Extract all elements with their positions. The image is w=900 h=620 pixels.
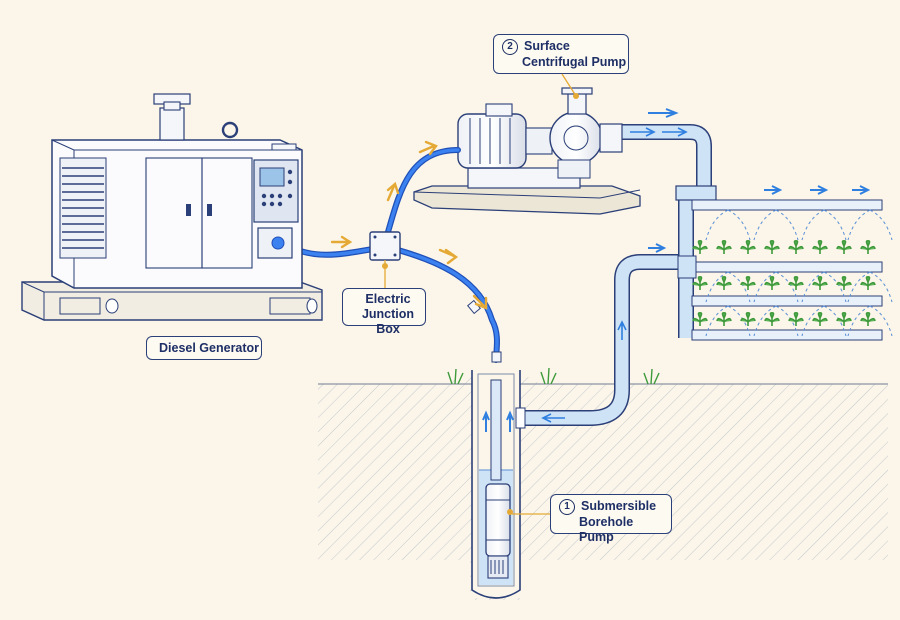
crop-plant	[860, 240, 876, 254]
crop-plant	[740, 312, 756, 326]
irrigation-field	[675, 185, 893, 341]
crop-plant	[836, 276, 852, 290]
junction-box-label-line2: Junction Box	[361, 307, 415, 336]
crop-plant	[740, 240, 756, 254]
crop-plant	[716, 240, 732, 254]
lateral-pipe-3	[691, 295, 883, 307]
crop-plant	[788, 240, 804, 254]
surface-pump-outlet-pipe	[622, 108, 712, 194]
crop-plant	[716, 276, 732, 290]
lateral-pipe-2	[691, 261, 883, 273]
crop-plant	[788, 312, 804, 326]
diesel-generator-label: Diesel Generator	[146, 336, 262, 360]
crop-plant	[764, 276, 780, 290]
grass-tuft	[447, 367, 660, 385]
pump-volute	[549, 111, 603, 165]
ground	[318, 367, 888, 600]
crop-plant	[764, 312, 780, 326]
junction-box-label-line1: Electric	[365, 292, 411, 306]
sprinkler-spray-arc	[847, 209, 893, 241]
crop-plants	[692, 240, 876, 326]
surface-pump-number-badge: 2	[502, 39, 518, 55]
sprinkler-spray-arc	[705, 305, 751, 337]
surface-centrifugal-pump	[413, 87, 641, 215]
borehole	[471, 370, 521, 599]
sprinkler-spray-arc	[753, 305, 799, 337]
submersible-pump-body	[485, 483, 513, 579]
junction-box-label: Electric Junction Box	[342, 288, 426, 336]
crop-plant	[812, 240, 828, 254]
sprinkler-spray-arc	[705, 209, 751, 241]
pump-motor	[457, 113, 527, 169]
crop-plant	[740, 276, 756, 290]
crop-plant	[764, 240, 780, 254]
sprinkler-spray-arc	[705, 271, 751, 303]
surface-pump-label: 2 Surface Centrifugal Pump	[493, 34, 629, 74]
sprinkler-spray-arc	[847, 271, 893, 303]
sprinkler-spray-arc	[801, 271, 847, 303]
lateral-pipe-1	[691, 199, 883, 211]
crop-plant	[860, 312, 876, 326]
junction-box	[369, 231, 401, 290]
crop-plant	[836, 240, 852, 254]
riser-pipe	[490, 379, 502, 481]
sprinkler-spray-arc	[753, 271, 799, 303]
crop-plant	[812, 276, 828, 290]
crop-plant	[716, 312, 732, 326]
crop-plant	[692, 276, 708, 290]
crop-plant	[788, 276, 804, 290]
crop-plant	[692, 312, 708, 326]
sprinkler-spray-arc	[801, 305, 847, 337]
sprinkler-spray-arc	[753, 209, 799, 241]
diesel-generator	[21, 93, 323, 321]
crop-plant	[860, 276, 876, 290]
power-flow-arrows	[330, 140, 488, 310]
surface-pump-label-line2: Centrifugal Pump	[522, 55, 627, 69]
discharge-pipe	[515, 243, 694, 429]
surface-pump-label-line1: Surface	[524, 39, 570, 53]
crop-plant	[692, 240, 708, 254]
crop-plant	[812, 312, 828, 326]
sprinkler-spray	[705, 209, 893, 337]
crop-plant	[836, 312, 852, 326]
sprinkler-spray-arc	[801, 209, 847, 241]
borehole-pump-number-badge: 1	[559, 499, 575, 515]
flow-arrows-field	[764, 185, 871, 195]
borehole-pump-label: 1 Submersible Borehole Pump	[550, 494, 672, 544]
diesel-generator-label-text: Diesel Generator	[159, 341, 260, 355]
lateral-pipe-4	[691, 329, 883, 341]
borehole-pump-label-line1: Submersible	[581, 499, 657, 513]
borehole-pump-label-line2: Borehole Pump	[579, 515, 634, 544]
sprinkler-spray-arc	[847, 305, 893, 337]
